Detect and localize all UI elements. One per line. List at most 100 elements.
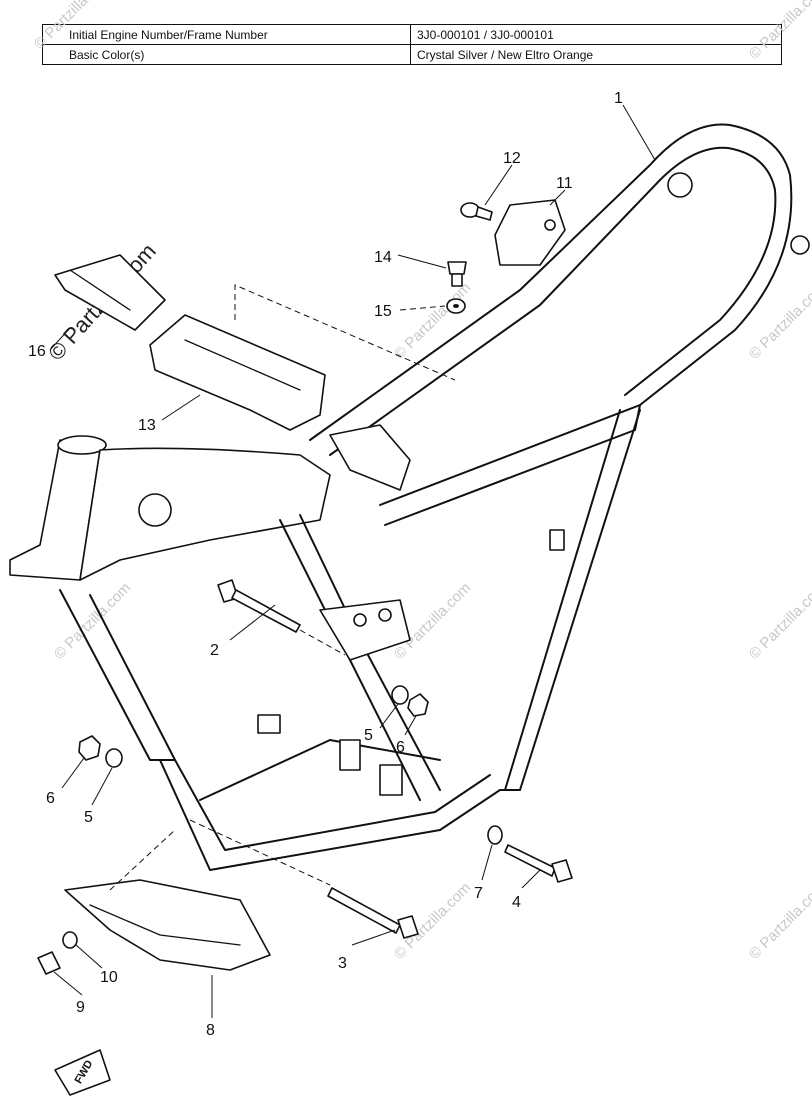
frame-seat-rail	[379, 404, 641, 526]
frame-loop-boss	[667, 172, 693, 198]
watermark-8: © Partzilla.com	[746, 879, 812, 962]
bolt-3-shank	[327, 887, 401, 934]
nut-15-hole	[453, 304, 459, 308]
info-value-color: Crystal Silver / New Eltro Orange	[410, 44, 782, 65]
callout-16: 16	[28, 343, 46, 360]
callout-5a: 5	[84, 809, 93, 826]
cover-13-ridge	[184, 339, 301, 391]
skid-plate-dash	[109, 829, 176, 891]
leader-10	[75, 944, 103, 969]
part-3-bolt	[189, 819, 419, 939]
leader-6b	[404, 715, 417, 736]
bracket-body	[494, 199, 566, 266]
part-11-bracket	[494, 199, 566, 266]
part-16-cover	[54, 254, 166, 331]
leader-6a	[61, 757, 85, 789]
pivot-hole-2	[378, 608, 392, 622]
bolt-2-dash	[299, 629, 346, 656]
washer-10	[62, 931, 78, 949]
frame-tab-4	[339, 739, 361, 771]
bolt-4-head	[551, 859, 573, 883]
bolt-2-shank	[231, 589, 301, 633]
part-13-cover	[149, 284, 456, 431]
leader-13	[161, 394, 201, 421]
info-label-color: Basic Color(s)	[42, 44, 411, 65]
callout-2: 2	[210, 642, 219, 659]
frame-top-loop-inner	[329, 146, 777, 456]
leader-7	[481, 844, 493, 881]
leader-5b	[379, 703, 399, 729]
part-5-6-right	[391, 685, 429, 717]
leader-11	[549, 189, 566, 206]
nut-6-right	[407, 693, 429, 717]
leader-9	[53, 971, 83, 996]
callout-11: 11	[556, 175, 573, 192]
callout-9: 9	[76, 999, 85, 1016]
part-2-bolt	[217, 579, 346, 656]
leader-1	[622, 104, 656, 161]
leader-2	[229, 604, 276, 641]
callout-13: 13	[138, 417, 156, 434]
leader-5a	[91, 767, 113, 806]
bracket-hole	[544, 219, 556, 231]
callout-6a: 6	[46, 790, 55, 807]
callouts: 1 2 3 4 5 5 6 6 7 8 9 10 11 12 13 14 15 …	[28, 90, 623, 1039]
callout-15: 15	[374, 303, 392, 320]
part-5-6-left	[78, 735, 123, 768]
part-12-bolt	[460, 202, 493, 221]
part-14-bolt	[447, 261, 467, 287]
backbone-boss	[138, 493, 172, 527]
frame-rear-boss	[790, 235, 810, 255]
callout-5b: 5	[364, 727, 373, 744]
watermark-3: © Partzilla.com	[746, 279, 812, 362]
washer-5-right	[391, 685, 409, 705]
callout-14: 14	[374, 249, 392, 266]
callout-7: 7	[474, 885, 483, 902]
callout-4: 4	[512, 894, 521, 911]
cover-16-edge	[69, 269, 131, 311]
frame-top-loop-outer	[309, 123, 793, 441]
frame-tab-1	[549, 529, 565, 551]
leader-4	[521, 869, 541, 889]
leader-12	[484, 164, 513, 206]
callout-1: 1	[614, 90, 623, 107]
cover-16-body	[54, 254, 166, 331]
frame-cradle-bottom	[159, 759, 521, 871]
bolt-3-head	[397, 915, 419, 939]
bolt-9-head	[37, 951, 61, 975]
skid-plate-body	[64, 879, 271, 971]
bolt-12-shank	[475, 206, 493, 221]
bolt-14-head	[447, 261, 467, 275]
frame-rear-stay	[504, 409, 641, 791]
washer-5-left	[105, 748, 123, 768]
leader-lines	[49, 104, 656, 1018]
frame-main	[9, 123, 810, 871]
nut-6-left	[78, 735, 101, 761]
bolt-14-shank	[451, 273, 463, 287]
info-row-color: Basic Color(s) Crystal Silver / New Eltr…	[42, 44, 782, 65]
cover-13-body	[149, 314, 326, 431]
watermark-2: © Partzilla.com	[391, 279, 474, 362]
cover-13-dash	[234, 284, 456, 381]
frame-cross-member	[199, 739, 441, 801]
frame-tab-3	[379, 764, 403, 796]
skid-plate-ridge	[89, 904, 241, 946]
part-15-nut	[446, 298, 466, 314]
part-7-washer	[487, 825, 503, 845]
leader-16	[49, 327, 71, 351]
frame-tab-2	[257, 714, 281, 734]
callout-12: 12	[503, 150, 521, 167]
watermark-9: © Partzilla.com	[746, 0, 812, 63]
info-table: Initial Engine Number/Frame Number 3J0-0…	[42, 24, 782, 65]
frame-tank-bracket	[329, 424, 411, 491]
leader-14	[397, 254, 447, 269]
fwd-arrow: FWD	[54, 1049, 111, 1096]
callout-8: 8	[206, 1022, 215, 1039]
callout-3: 3	[338, 955, 347, 972]
part-9-10	[37, 931, 78, 975]
frame-backbone	[79, 447, 331, 581]
fwd-arrow-shape	[54, 1049, 111, 1096]
callout-6b: 6	[396, 739, 405, 756]
part-4-bolt	[504, 844, 573, 883]
